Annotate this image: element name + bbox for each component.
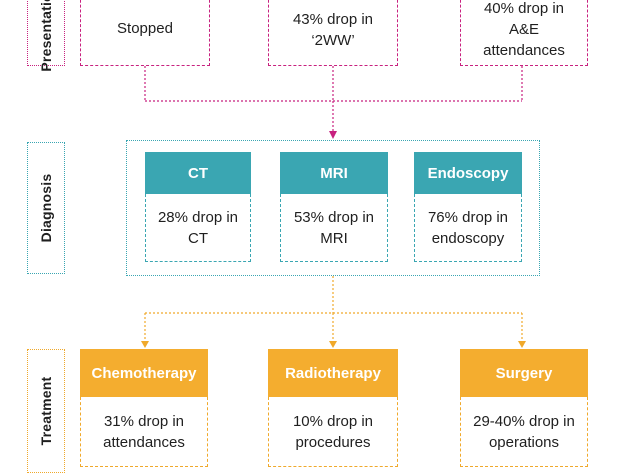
presentation-text: Stopped: [117, 20, 173, 37]
arrow-icon: [329, 341, 337, 348]
presentation-box-stopped: Stopped: [80, 0, 210, 66]
arrow-icon: [329, 131, 337, 139]
diagnosis-text: 28% drop in CT: [157, 208, 239, 247]
arrow-icon: [141, 341, 149, 348]
diagnosis-text: 53% drop in MRI: [293, 208, 375, 247]
stage-diagnosis-label: Diagnosis: [38, 173, 54, 243]
treatment-head-chemotherapy: Chemotherapy: [80, 349, 208, 397]
treatment-text: 10% drop in procedures: [292, 412, 374, 451]
diagnosis-head-endoscopy: Endoscopy: [414, 152, 522, 194]
diagnosis-group: [126, 140, 540, 276]
diagnosis-body-ct: 28% drop in CT: [145, 194, 251, 262]
treatment-text: 29-40% drop in operations: [473, 412, 575, 451]
stage-presentation-label: Presentation: [38, 0, 54, 72]
treatment-head-radiotherapy: Radiotherapy: [268, 349, 398, 397]
treatment-head-surgery: Surgery: [460, 349, 588, 397]
presentation-box-ae: 40% drop in A&E attendances: [460, 0, 588, 66]
stage-treatment: Treatment: [27, 349, 65, 473]
arrow-icon: [518, 341, 526, 348]
stage-treatment-label: Treatment: [38, 376, 54, 446]
diagnosis-body-endoscopy: 76% drop in endoscopy: [414, 194, 522, 262]
diagnosis-body-mri: 53% drop in MRI: [280, 194, 388, 262]
presentation-text: 40% drop in A&E attendances: [483, 0, 565, 59]
diagnosis-head-mri: MRI: [280, 152, 388, 194]
stage-diagnosis: Diagnosis: [27, 142, 65, 274]
presentation-text: 43% drop in ‘2WW’: [292, 11, 374, 49]
treatment-body-radiotherapy: 10% drop in procedures: [268, 397, 398, 467]
treatment-text: 31% drop in attendances: [103, 412, 185, 451]
presentation-box-2ww: 43% drop in ‘2WW’: [268, 0, 398, 66]
diagnosis-head-ct: CT: [145, 152, 251, 194]
stage-presentation: Presentation: [27, 0, 65, 72]
diagnosis-text: 76% drop in endoscopy: [427, 208, 509, 247]
treatment-body-chemotherapy: 31% drop in attendances: [80, 397, 208, 467]
treatment-body-surgery: 29-40% drop in operations: [460, 397, 588, 467]
